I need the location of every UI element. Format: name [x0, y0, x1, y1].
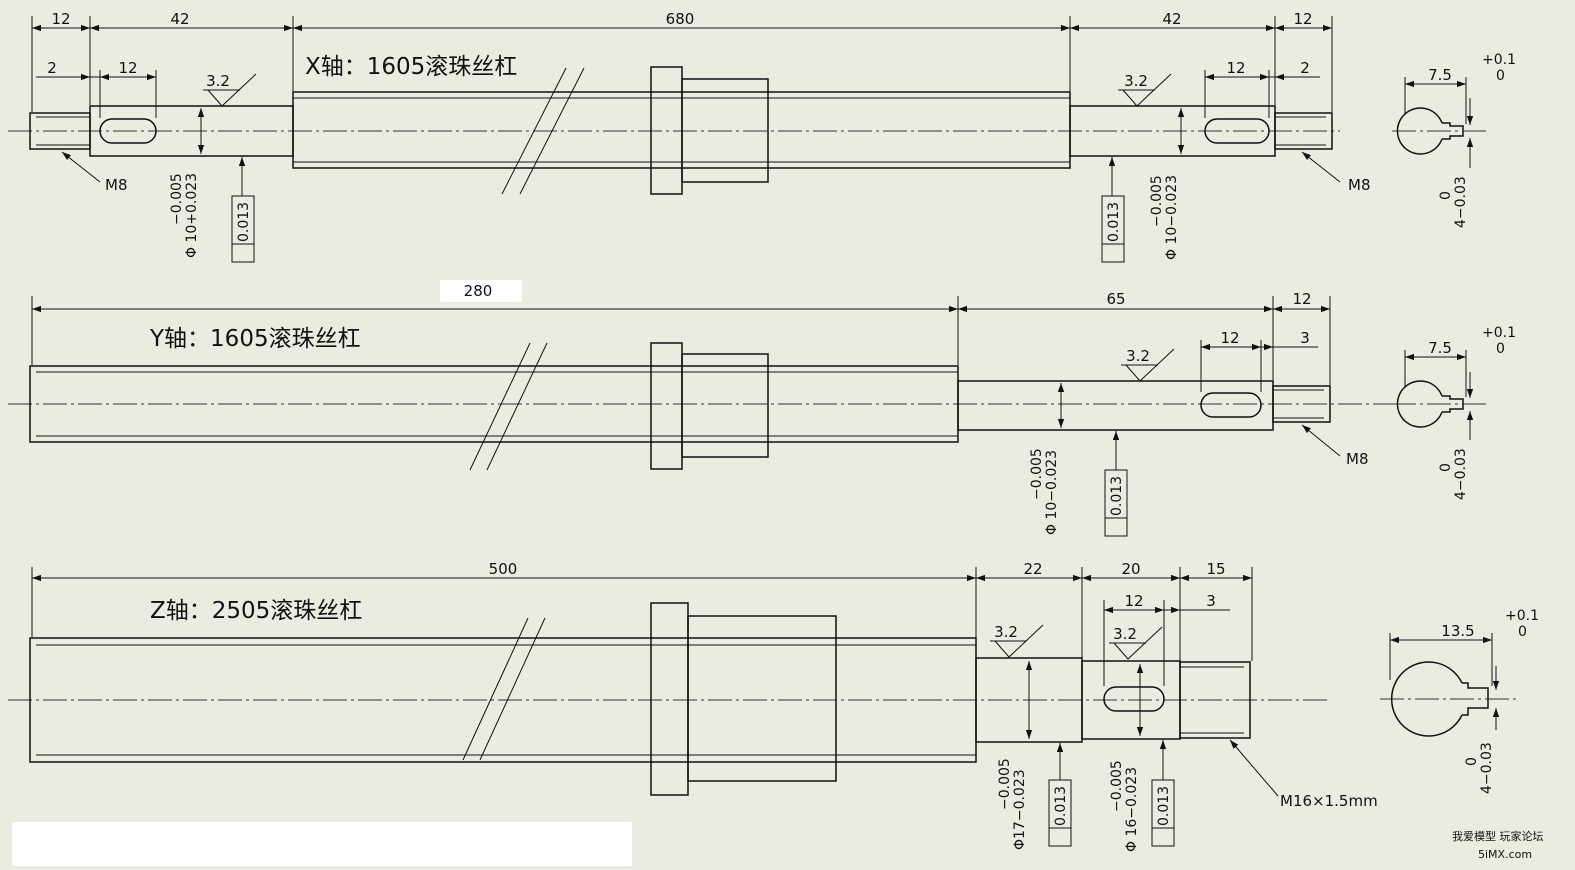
y-dia-lower: −0.005 — [1029, 448, 1045, 500]
x-dim-screw-length: 680 — [666, 10, 695, 28]
z-dim-journal-b: 20 — [1121, 560, 1140, 578]
x-roughness-left-symbol — [207, 73, 257, 107]
y-section-depth: 4−0.03 — [1453, 448, 1469, 500]
y-journal — [957, 380, 1274, 431]
z-dia-b: Φ 16−0.023 — [1124, 767, 1140, 852]
y-axis-title: Y轴：1605滚珠丝杠 — [149, 326, 361, 352]
z-dim-key-offset: 3 — [1206, 592, 1216, 610]
z-thread-end — [1179, 661, 1251, 739]
x-right-keyway — [1204, 118, 1270, 144]
y-section-width: 7.5 — [1428, 339, 1452, 357]
x-nut-body — [681, 78, 769, 183]
z-axis-drawing: Z轴：2505滚珠丝杠 500 22 20 15 12 3 — [8, 560, 1539, 852]
x-dia-left-lower: −0.005 — [169, 173, 185, 225]
y-dim-key-offset: 3 — [1300, 329, 1310, 347]
y-dim-end: 12 — [1292, 290, 1311, 308]
watermark-line2: 5iMX.com — [1478, 848, 1532, 861]
z-dia-b-lower: −0.005 — [1109, 760, 1125, 812]
y-section-depth-tol: 0 — [1438, 463, 1454, 472]
x-section-view: 7.5 +0.1 0 4−0.03 0 — [1392, 52, 1516, 228]
x-section-width-lower: 0 — [1496, 68, 1505, 84]
z-section-view: 13.5 +0.1 0 4−0.03 0 — [1380, 608, 1539, 794]
watermark: 我爱模型 玩家论坛 5iMX.com — [1452, 829, 1544, 861]
y-dim-key: 12 — [1220, 329, 1239, 347]
y-dim-journal: 65 — [1106, 290, 1125, 308]
y-dia: Φ 10−0.023 — [1044, 450, 1060, 535]
x-dim-left-key: 12 — [118, 59, 137, 77]
y-runout: 0.013 — [1109, 476, 1125, 516]
x-dia-right-lower: −0.005 — [1149, 175, 1165, 227]
z-section-width-upper: +0.1 — [1505, 608, 1539, 624]
z-runout-b: 0.013 — [1156, 786, 1172, 826]
z-roughness-b-symbol — [1113, 626, 1163, 660]
z-section-depth-tol: 0 — [1464, 757, 1480, 766]
x-dim-left-journal: 42 — [170, 10, 189, 28]
y-axis-drawing: Y轴：1605滚珠丝杠 280 65 12 12 3 3.2 — [8, 280, 1516, 537]
z-section-width-lower: 0 — [1518, 624, 1527, 640]
y-nut-body — [681, 353, 769, 458]
x-dim-right-key-offset: 2 — [1300, 59, 1310, 77]
watermark-line1: 我爱模型 玩家论坛 — [1452, 829, 1544, 843]
z-dim-screw-length: 500 — [489, 560, 518, 578]
x-dia-right: Φ 10−0.023 — [1164, 175, 1180, 260]
x-dim-left-key-offset: 2 — [47, 59, 57, 77]
z-roughness-b: 3.2 — [1113, 625, 1137, 643]
x-axis-drawing: X轴：1605滚珠丝杠 — [8, 10, 1516, 263]
z-nut-body — [687, 615, 837, 782]
x-thread-left: M8 — [105, 176, 128, 194]
z-dim-key: 12 — [1124, 592, 1143, 610]
x-dia-left: Φ 10+0.023 — [184, 173, 200, 258]
z-section-depth: 4−0.03 — [1479, 742, 1495, 794]
y-section-width-lower: 0 — [1496, 341, 1505, 357]
z-nut-flange — [650, 602, 689, 796]
y-dim-screw-length: 280 — [464, 282, 493, 300]
x-right-thread-end — [1274, 112, 1333, 150]
y-thread: M8 — [1346, 450, 1369, 468]
x-nut-flange — [650, 66, 683, 195]
y-section-view: 7.5 +0.1 0 4−0.03 0 — [1392, 325, 1516, 500]
x-dim-left-end: 12 — [51, 10, 70, 28]
z-section-width: 13.5 — [1441, 622, 1474, 640]
y-roughness: 3.2 — [1126, 347, 1150, 365]
x-dim-right-end: 12 — [1293, 10, 1312, 28]
x-section-depth: 4−0.03 — [1453, 176, 1469, 228]
y-nut-flange — [650, 342, 683, 470]
y-roughness-symbol — [1125, 348, 1175, 382]
x-dim-right-key: 12 — [1226, 59, 1245, 77]
z-runout-a: 0.013 — [1053, 786, 1069, 826]
y-keyway — [1200, 392, 1262, 418]
x-runout-right: 0.013 — [1106, 202, 1122, 242]
y-section-width-upper: +0.1 — [1482, 325, 1516, 341]
z-dia-a: Φ17−0.023 — [1012, 769, 1028, 850]
x-section-width: 7.5 — [1428, 66, 1452, 84]
y-thread-end — [1272, 385, 1331, 423]
z-roughness-a-symbol — [994, 624, 1044, 658]
z-axis-title: Z轴：2505滚珠丝杠 — [150, 598, 362, 624]
z-keyway — [1103, 686, 1165, 712]
x-roughness-right-symbol — [1122, 73, 1172, 107]
z-thread: M16×1.5mm — [1280, 792, 1378, 810]
z-dim-thread-len: 15 — [1206, 560, 1225, 578]
x-thread-right: M8 — [1348, 176, 1371, 194]
x-roughness-right: 3.2 — [1124, 72, 1148, 90]
blank-patch — [12, 822, 632, 866]
x-runout-left: 0.013 — [236, 202, 252, 242]
x-section-width-upper: +0.1 — [1482, 52, 1516, 68]
z-dim-journal-a: 22 — [1023, 560, 1042, 578]
x-left-keyway — [99, 118, 157, 144]
x-dim-right-journal: 42 — [1162, 10, 1181, 28]
x-axis-title: X轴：1605滚珠丝杠 — [305, 54, 517, 80]
x-section-depth-tol: 0 — [1438, 191, 1454, 200]
z-dia-a-lower: −0.005 — [997, 758, 1013, 810]
z-roughness-a: 3.2 — [994, 623, 1018, 641]
x-roughness-left: 3.2 — [206, 72, 230, 90]
